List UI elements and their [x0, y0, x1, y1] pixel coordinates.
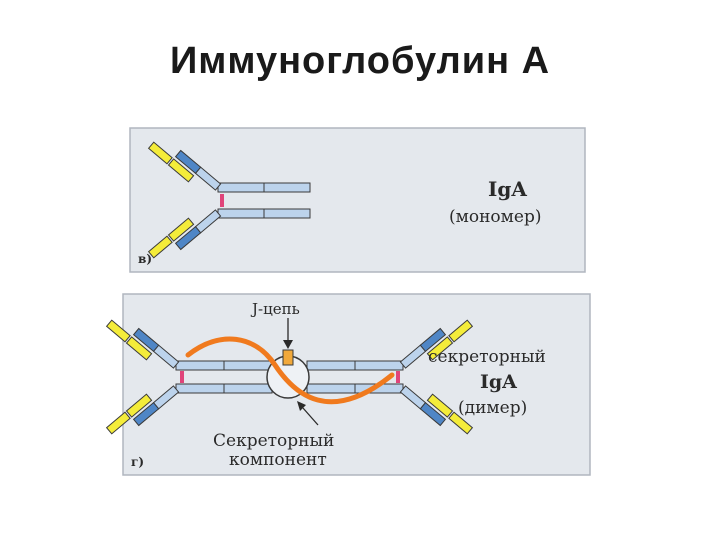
panel-dimer: J-цепь секреторный IgA (димер) Секреторн… [106, 293, 591, 476]
secretory-component-label-1: Секреторный [213, 431, 334, 451]
fc-stem-right [306, 360, 404, 394]
slide-title: Иммуноглобулин А [169, 40, 551, 82]
j-chain-label: J-цепь [250, 300, 300, 318]
panel-letter-v: в) [138, 252, 152, 266]
secretory-component [185, 336, 395, 405]
panel-monomer: в) IgA (мономер) [129, 127, 586, 273]
fc-stem-left [175, 360, 273, 394]
secretory-iga-label-3: (димер) [458, 398, 527, 418]
disulfide-bond [220, 194, 224, 207]
secretory-component-label-2: компонент [229, 450, 327, 470]
iga-label: IgA [488, 177, 527, 201]
panel-monomer-frame [129, 127, 586, 273]
secretory-arrowhead [297, 401, 306, 411]
disulfide-bond-right [396, 371, 400, 383]
j-chain [282, 349, 294, 366]
j-chain-arrowhead [283, 340, 293, 349]
secretory-iga-label-2: IgA [480, 371, 517, 393]
panel-letter-g: г) [131, 455, 144, 469]
secretory-arrow [302, 407, 319, 426]
secretory-iga-label-1: секреторный [428, 347, 546, 367]
monomer-label: (мономер) [449, 207, 541, 227]
disulfide-bond-left [180, 371, 184, 383]
